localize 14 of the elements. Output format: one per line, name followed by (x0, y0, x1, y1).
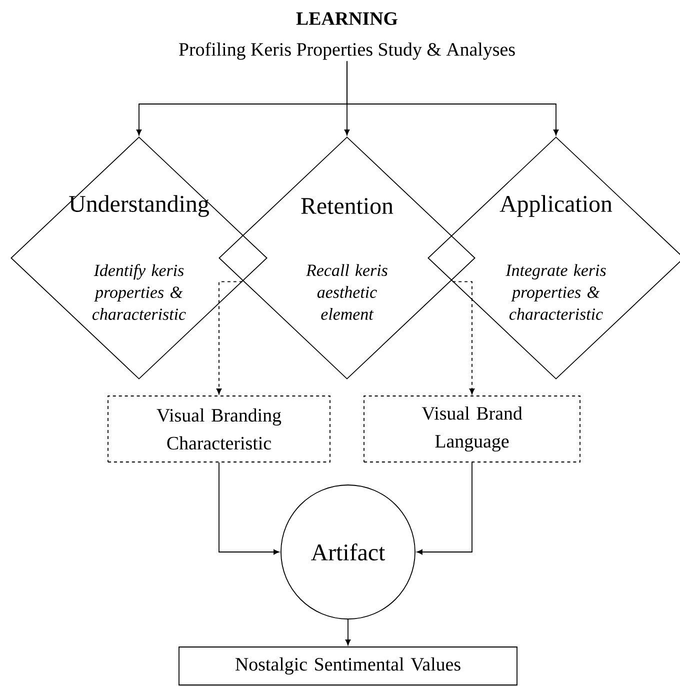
arrow (216, 281, 243, 394)
process-box: Visual Brand Language (364, 396, 580, 462)
heading: LEARNING Profiling Keris Properties Study & Analyses (179, 12, 515, 60)
arrow (218, 462, 280, 555)
process-box: Visual Branding Characteristic (108, 396, 330, 462)
arrow (345, 619, 351, 646)
circle-node: Artifact (280, 484, 416, 620)
arrow (452, 281, 475, 394)
arrow (416, 462, 472, 555)
arrow (346, 60, 559, 136)
diamond-box: Application Integrate keris properties & characteristic (428, 136, 680, 380)
diamond-box: Understanding Identify keris properties & characteristic (10, 136, 268, 380)
diamond-box: Retention Recall keris aesthetic element (218, 136, 476, 380)
process-box: Nostalgic Sentimental Values (178, 646, 518, 686)
